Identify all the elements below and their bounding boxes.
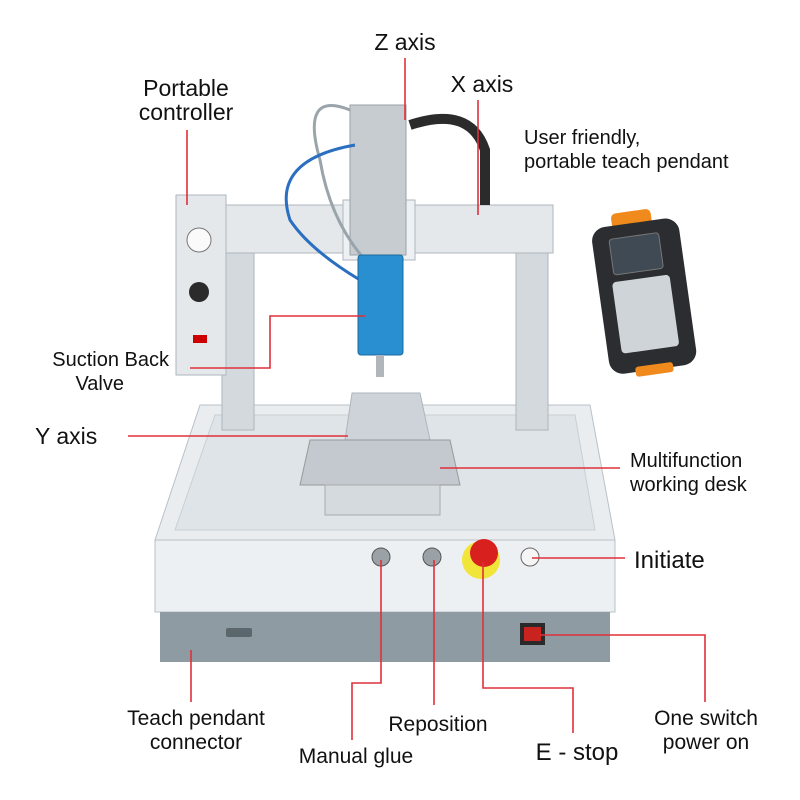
left-column [221,249,255,431]
air-hose-blue [284,143,361,282]
label-power-switch-1: One switch [654,707,758,730]
label-reposition: Reposition [388,713,487,736]
y-axis-slide [344,392,431,441]
estop-button [470,539,498,567]
label-z-axis: Z axis [374,29,435,55]
label-teach-pendant-2: portable teach pendant [524,151,729,173]
pendant-keypad [612,274,679,354]
pendant-bottom-cap [635,362,674,377]
label-teach-pendant-1: User friendly, [524,127,640,149]
label-teach-connector-2: connector [150,731,242,754]
leader-lines [128,58,706,740]
teach-pendant [592,209,697,377]
power-switch-rocker [524,627,541,641]
right-column [515,249,549,431]
air-hose [312,104,367,261]
label-suction-valve-1: Suction Back [52,349,170,371]
controller-display [193,335,207,343]
label-teach-connector-1: Teach pendant [127,707,265,730]
multifunction-desk-plate [299,439,461,486]
pressure-gauge [186,227,212,253]
suction-back-valve [357,254,404,356]
leader-manual-glue [351,560,382,740]
z-axis-cylinder [349,104,407,256]
label-working-desk-2: working desk [629,474,748,496]
pressure-knob [189,282,209,302]
label-power-switch-2: power on [663,731,749,754]
label-estop: E - stop [536,739,619,766]
teach-pendant-connector-port [226,628,252,637]
reposition-button [422,547,442,567]
label-suction-valve-2: Valve [75,373,124,395]
label-initiate: Initiate [634,547,705,574]
initiate-button [520,547,540,567]
label-portable-controller-1: Portable [143,75,229,101]
leader-estop [482,562,574,733]
dispensing-needle [376,355,384,377]
pendant-screen [608,232,664,276]
label-y-axis: Y axis [35,423,97,449]
label-manual-glue: Manual glue [299,745,413,768]
label-working-desk-1: Multifunction [630,450,742,472]
leader-suction-valve [190,315,365,369]
cable-drag-chain [408,113,490,205]
desk-support [324,484,441,516]
label-portable-controller-2: controller [139,99,234,125]
leader-power-switch [540,634,706,702]
label-x-axis: X axis [451,71,514,97]
machine-illustration [154,104,616,662]
